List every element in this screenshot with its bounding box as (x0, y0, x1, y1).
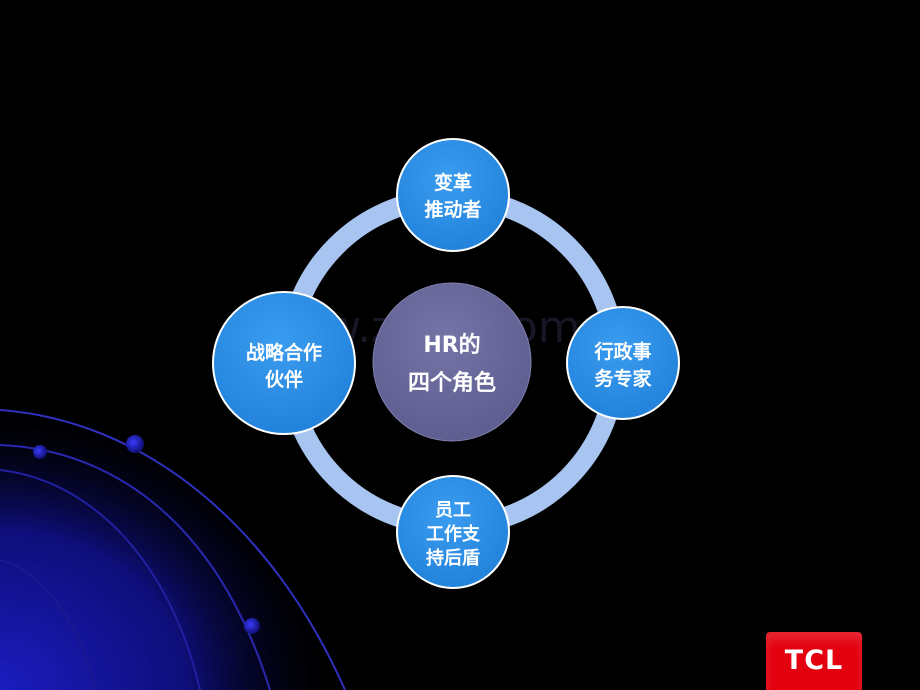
node-change-agent-line1: 变革 (434, 171, 472, 194)
node-employee-champion-line3: 持后盾 (426, 547, 480, 569)
node-employee-champion-line1: 员工 (435, 500, 471, 521)
corner-dot-3 (244, 618, 260, 634)
node-strategic-partner-line2: 伙伴 (265, 368, 303, 391)
tcl-logo: TCL (766, 632, 862, 690)
node-strategic-partner-line1: 战略合作 (246, 341, 322, 364)
node-change-agent-line2: 推动者 (424, 198, 481, 221)
center-node: HR的 四个角色 (372, 282, 532, 442)
node-employee-champion: 员工 工作支 持后盾 (396, 475, 510, 589)
node-admin-expert-line1: 行政事 (593, 340, 651, 363)
center-label-line1: HR的 (423, 332, 480, 358)
corner-arc-4 (0, 559, 96, 690)
tcl-logo-text: TCL (784, 645, 844, 676)
node-admin-expert: 行政事 务专家 (566, 306, 680, 420)
node-strategic-partner: 战略合作 伙伴 (212, 291, 356, 435)
corner-glow-shape (0, 400, 340, 690)
corner-arc-1 (0, 409, 346, 690)
corner-dot-2 (33, 445, 47, 459)
center-label-line2: 四个角色 (408, 370, 496, 396)
corner-arc-3 (0, 469, 201, 690)
node-change-agent: 变革 推动者 (396, 138, 510, 252)
node-employee-champion-line2: 工作支 (426, 523, 481, 545)
corner-dot-1 (126, 435, 144, 453)
node-admin-expert-line2: 务专家 (594, 367, 652, 390)
